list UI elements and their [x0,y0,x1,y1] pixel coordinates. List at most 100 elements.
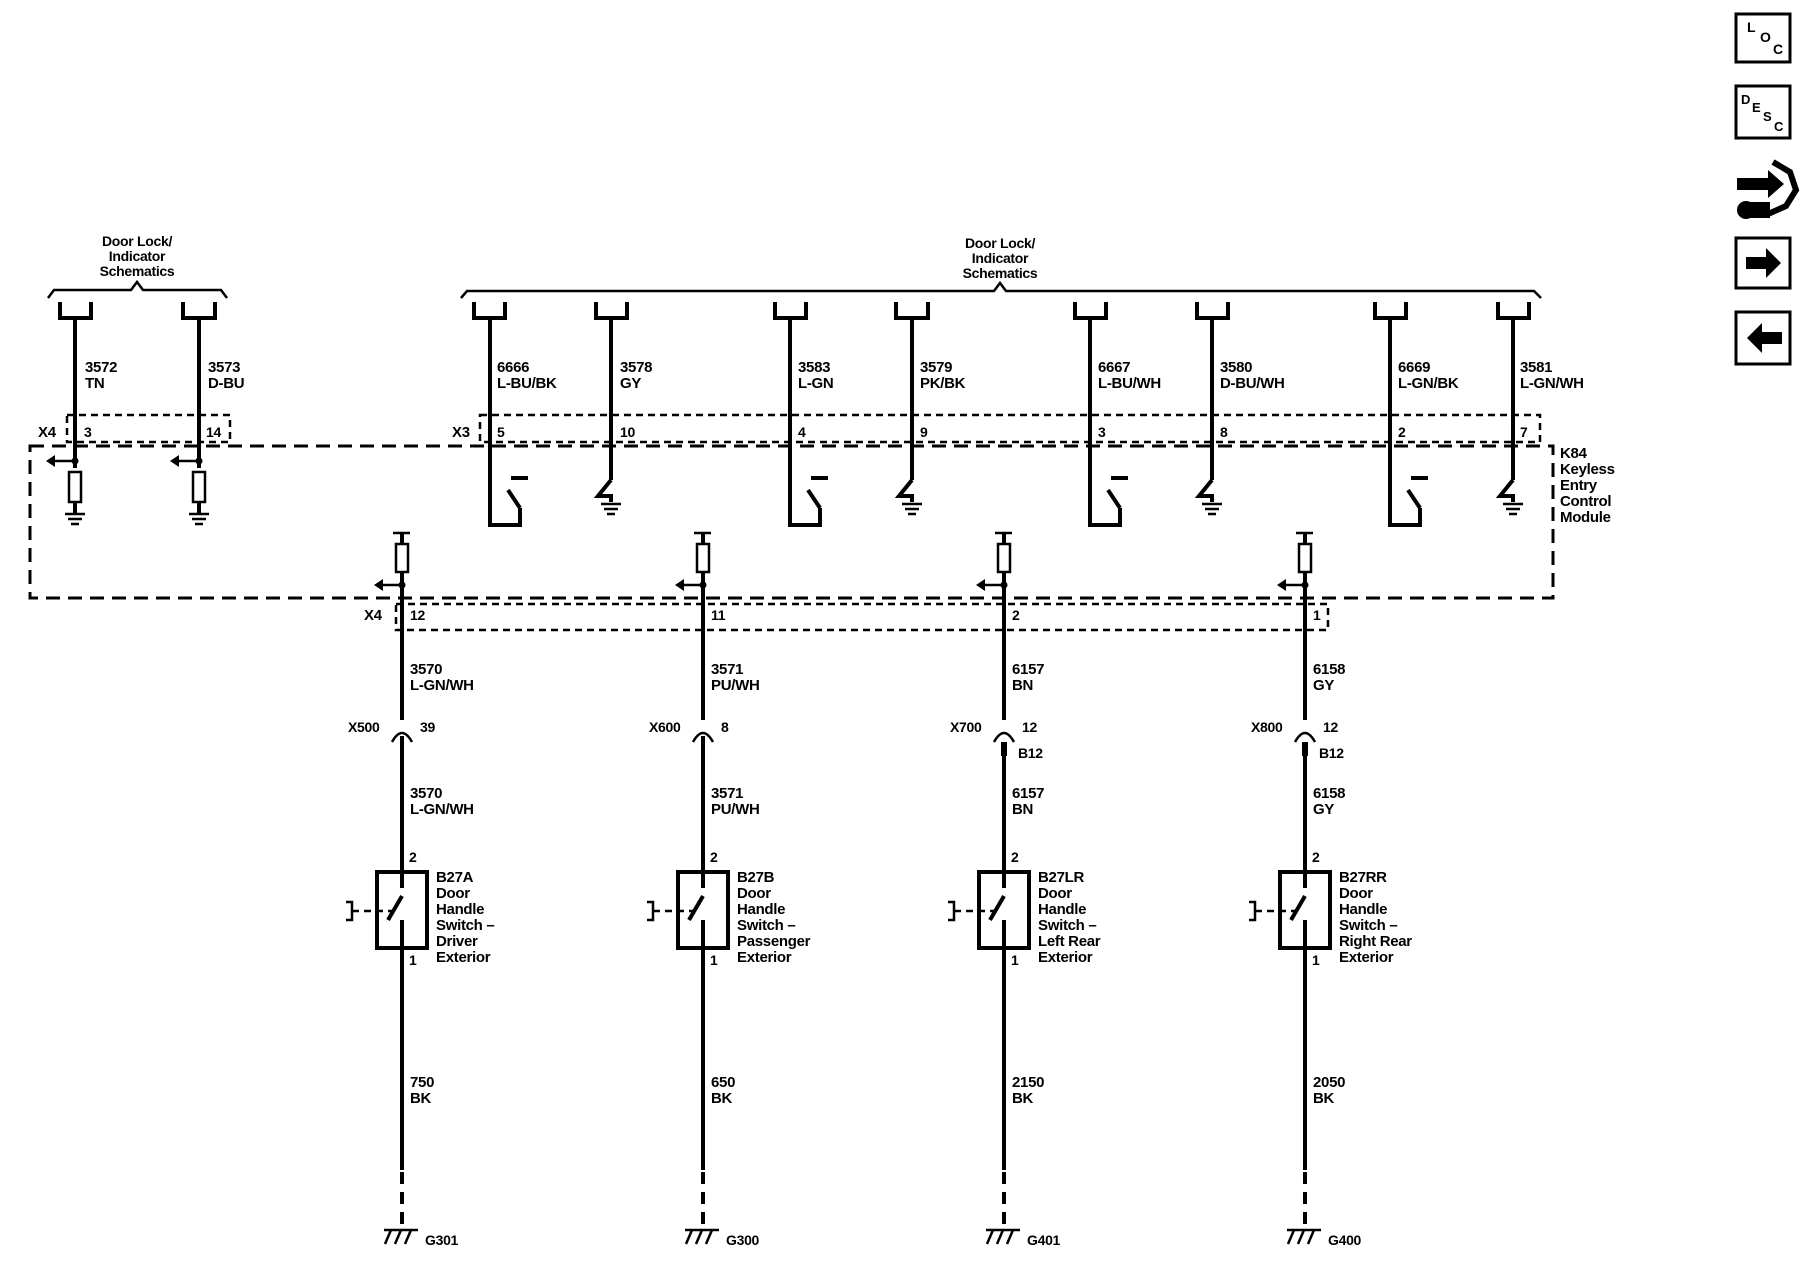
left-schematic-reference[interactable]: Door Lock/ Indicator Schematics [47,233,228,299]
desc-letter-s: S [1763,109,1772,124]
connector-button[interactable] [1737,159,1800,219]
svg-text:Switch –: Switch – [1038,917,1096,934]
output-upper-labels: 3570 L-GN/WH 3571 PU/WH 6157 BN 6158 GY [410,661,1345,694]
top-connector-stubs [58,302,1531,320]
svg-text:G301: G301 [425,1232,459,1248]
circuit-label: 3581 [1520,359,1552,376]
input-3573-circuitry [170,455,209,526]
svg-text:1: 1 [710,952,718,968]
chassis-ground-icon [383,1228,418,1245]
svg-text:Handle: Handle [1038,901,1086,918]
svg-text:Handle: Handle [1339,901,1387,918]
svg-text:BN: BN [1012,801,1033,818]
left-input-labels: 3572 TN 3573 D-BU [85,359,245,392]
svg-text:1: 1 [1312,952,1320,968]
svg-text:1: 1 [1313,607,1321,623]
stub-6667 [1073,302,1108,320]
color-label: L-GN [798,375,833,392]
stub-3583 [773,302,808,320]
desc-letter-c: C [1774,119,1784,134]
svg-text:BK: BK [1012,1090,1034,1107]
next-page-button[interactable] [1734,236,1792,290]
output-circuitry [374,531,1313,720]
svg-text:BK: BK [1313,1090,1335,1107]
svg-text:Driver: Driver [436,933,478,950]
svg-text:Switch –: Switch – [737,917,795,934]
svg-text:L-GN/WH: L-GN/WH [410,801,474,818]
left-ref-line-2: Indicator [109,248,166,264]
right-ref-line-2: Indicator [972,250,1029,266]
svg-text:2: 2 [409,849,417,865]
arrow-right-icon [1746,248,1781,278]
svg-text:X600: X600 [649,719,681,735]
lower-wires [400,752,1307,1225]
chassis-ground-g401[interactable]: G401 [985,1228,1061,1248]
svg-text:Exterior: Exterior [737,949,792,966]
arrow-left-icon [1277,579,1286,591]
connector-x3-label: X3 [452,424,470,441]
stub-3573 [181,302,217,320]
svg-text:Exterior: Exterior [1339,949,1394,966]
inline-connector-x500[interactable]: X500 39 [348,719,436,752]
door-handle-switch-b27rr[interactable]: 2 1 B27RR Door Handle Switch – Right Rea… [1249,849,1413,968]
pin-number: 3 [1098,424,1106,440]
inline-connector-x600[interactable]: X600 8 [649,719,729,752]
svg-text:Switch –: Switch – [1339,917,1397,934]
svg-text:X500: X500 [348,719,380,735]
svg-text:Right Rear: Right Rear [1339,933,1412,950]
stub-6669 [1373,302,1408,320]
left-ref-bracket [47,279,228,299]
left-ref-line-1: Door Lock/ [102,233,173,249]
inline-connector-x700[interactable]: X700 12 B12 [950,719,1044,761]
chassis-ground-g301[interactable]: G301 [383,1228,459,1248]
ground-icon [601,502,621,516]
circuit-label: 6666 [497,359,529,376]
previous-page-button[interactable] [1734,310,1792,366]
pin-number: 4 [798,424,806,440]
pin-number: 2 [1398,424,1406,440]
svg-text:6158: 6158 [1313,661,1345,678]
chassis-ground-g400[interactable]: G400 [1286,1228,1362,1248]
input-switch-pair-2 [788,476,922,527]
connector-x4-top-label: X4 [38,424,57,441]
svg-text:Handle: Handle [737,901,785,918]
svg-text:3570: 3570 [410,785,442,802]
desc-button[interactable]: D E S C [1734,84,1792,140]
svg-text:B27B: B27B [737,869,775,886]
svg-text:B27A: B27A [436,869,474,886]
door-handle-switch-b27b[interactable]: 2 1 B27B Door Handle Switch – Passenger … [647,849,811,968]
door-handle-switch-b27lr[interactable]: 2 1 B27LR Door Handle Switch – Left Rear… [948,849,1101,968]
color-label: PK/BK [920,375,966,392]
input-wires [73,318,1515,525]
inline-connector-x800[interactable]: X800 12 B12 [1251,719,1345,761]
desc-letter-d: D [1741,92,1750,107]
svg-text:3571: 3571 [711,661,743,678]
svg-text:Handle: Handle [436,901,484,918]
svg-text:Control: Control [1560,493,1611,510]
chassis-ground-g300[interactable]: G300 [684,1228,760,1248]
svg-text:3570: 3570 [410,661,442,678]
svg-text:12: 12 [1323,719,1338,735]
left-ref-line-3: Schematics [100,263,175,279]
svg-text:12: 12 [410,607,425,623]
svg-text:Door: Door [1038,885,1072,902]
k84-module-label: K84 Keyless Entry Control Module [1560,445,1615,526]
connector-x3-outline [478,413,1542,444]
loc-button[interactable]: L O C [1734,12,1792,64]
loc-letter-o: O [1760,29,1771,45]
door-handle-switch-b27a[interactable]: 2 1 B27A Door Handle Switch – Driver Ext… [346,849,495,968]
right-ref-line-3: Schematics [963,265,1038,281]
right-schematic-reference[interactable]: Door Lock/ Indicator Schematics [460,235,1542,299]
svg-text:6157: 6157 [1012,661,1044,678]
k84-module-outline[interactable] [28,444,1555,600]
arrow-left-icon [170,455,179,467]
color-label: L-GN/BK [1398,375,1459,392]
svg-text:Module: Module [1560,509,1611,526]
chassis-ground-icon [985,1228,1020,1245]
stub-6666 [472,302,507,320]
svg-text:6158: 6158 [1313,785,1345,802]
connector-x4-top-outline [65,413,232,444]
svg-text:2150: 2150 [1012,1074,1044,1091]
desc-letter-e: E [1752,100,1761,115]
circuit-label: 3572 [85,359,117,376]
